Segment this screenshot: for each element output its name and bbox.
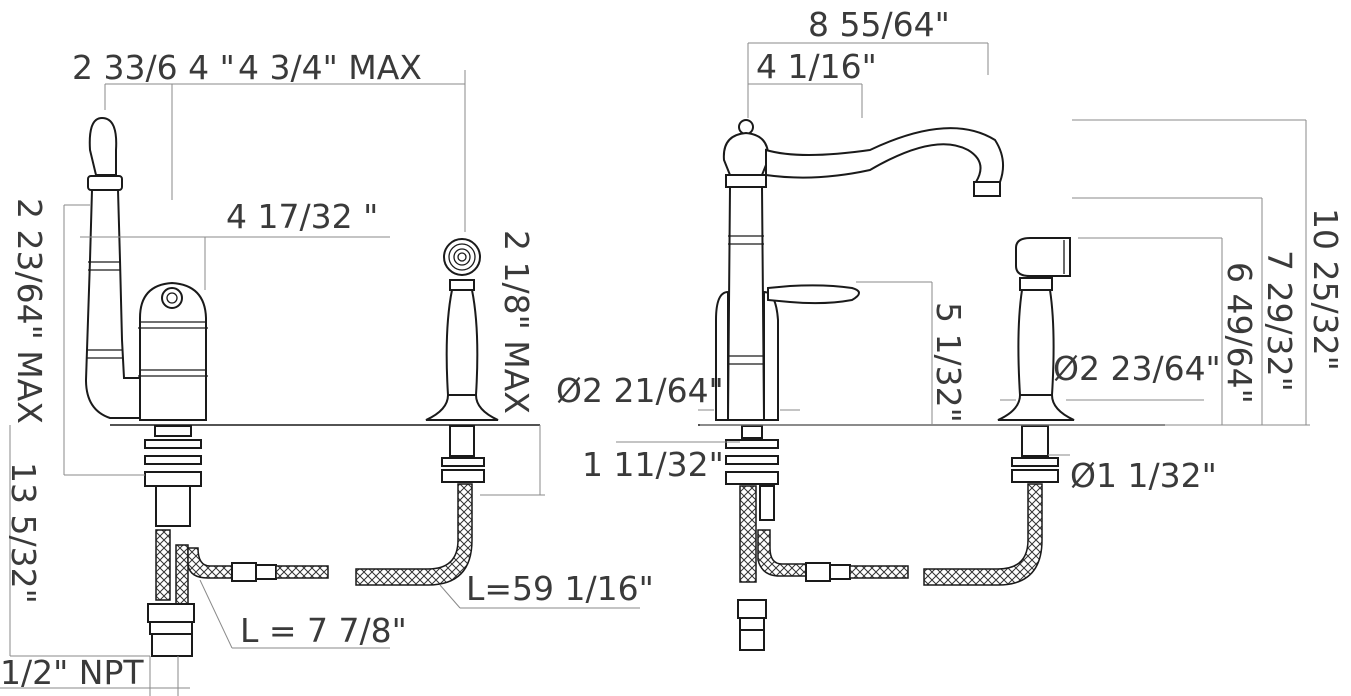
sprayer-front xyxy=(923,237,1075,586)
side-view xyxy=(0,70,640,696)
faucet-side-shank xyxy=(144,425,329,657)
label-sprayer-height: 6 49/64" xyxy=(1220,262,1259,404)
faucet-side-body xyxy=(84,116,208,421)
side-dimension-lines xyxy=(0,70,640,696)
label-sprayer-deck: 2 1/8" MAX xyxy=(497,230,536,414)
label-shank-diameter: 1 11/32" xyxy=(582,445,724,484)
label-spray-hose: L=59 1/16" xyxy=(466,569,654,608)
faucet-front-shank xyxy=(725,425,909,651)
label-handle-reach: 4 17/32 " xyxy=(226,197,378,236)
sprayer-side xyxy=(355,238,499,586)
label-under-deck-length: 13 5/32" xyxy=(4,462,43,604)
label-front-handle-height: 5 1/32" xyxy=(929,302,968,423)
dimension-labels: 2 33/6 4 " 4 3/4" MAX 4 17/32 " 2 23/64"… xyxy=(0,5,1345,692)
front-dimension-lines xyxy=(616,42,1310,456)
label-spout-reach-min: 2 33/6 4 " xyxy=(72,48,235,87)
label-sprayer-base-diameter: Ø2 23/64" xyxy=(1053,349,1221,388)
label-front-spout-reach: 8 55/64" xyxy=(808,5,950,44)
label-front-spout-to-body: 4 1/16" xyxy=(756,47,877,86)
label-base-diameter: Ø2 21/64" xyxy=(556,371,724,410)
faucet-front-body xyxy=(715,119,1005,421)
label-handle-height: 2 23/64" MAX xyxy=(10,198,49,424)
label-spout-reach-max: 4 3/4" MAX xyxy=(238,48,422,87)
front-view xyxy=(616,42,1310,651)
label-sprayer-shank-diameter: Ø1 1/32" xyxy=(1070,456,1217,495)
label-inlet-hose: L = 7 7/8" xyxy=(240,611,407,650)
label-spout-outlet-height: 7 29/32" xyxy=(1260,250,1299,392)
label-npt: 1/2" NPT xyxy=(0,653,144,692)
label-overall-height: 10 25/32" xyxy=(1306,208,1345,371)
